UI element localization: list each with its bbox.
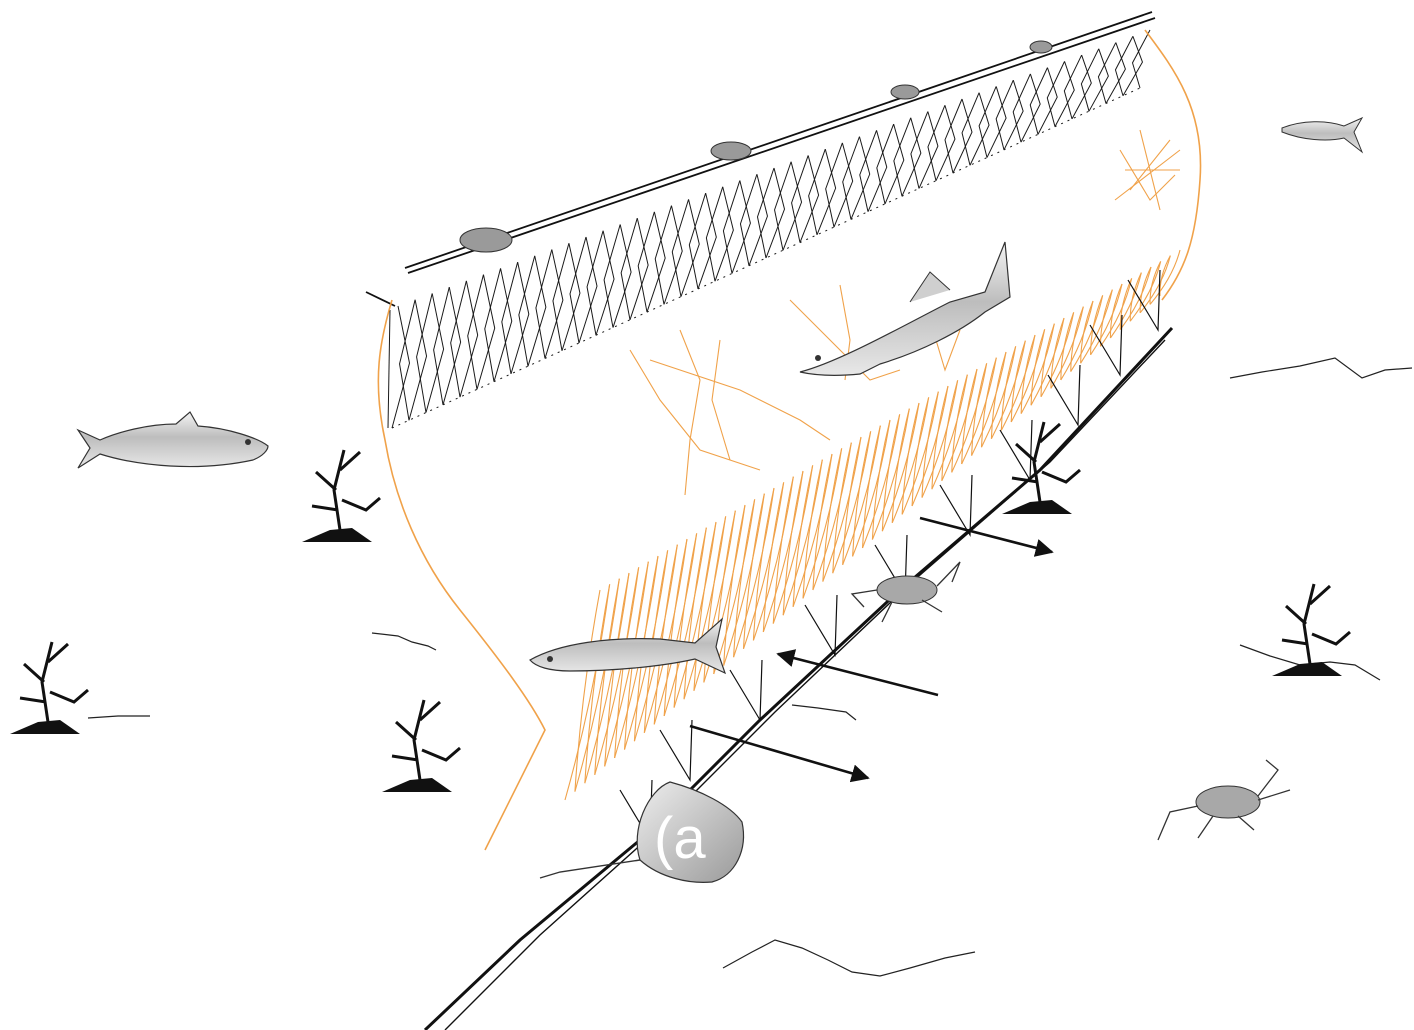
seabed-line (372, 633, 436, 650)
arrow-icon (920, 518, 1052, 552)
float-icon (460, 228, 512, 252)
seaweed-icon (10, 642, 88, 734)
float-icon (1030, 41, 1052, 53)
float-icon (711, 142, 751, 160)
stingray: (a (540, 782, 743, 882)
seabed-line (792, 705, 856, 720)
float-line (366, 12, 1155, 306)
fish-icon (1282, 118, 1362, 152)
crab-icon (1196, 786, 1260, 818)
seaweed-icon (382, 700, 460, 792)
orange-mesh (565, 130, 1180, 800)
seaweed-icon (302, 450, 380, 542)
floats (460, 41, 1052, 252)
fish-upper-net (800, 242, 1010, 375)
lead-line (425, 270, 1172, 1030)
fish-small-right (1282, 118, 1362, 152)
seaweed-icon (1272, 584, 1350, 676)
fish-icon (78, 412, 268, 468)
fish-icon (800, 242, 1010, 375)
seabed-line (88, 716, 150, 718)
seabed-contours (88, 358, 1412, 976)
seabed-line (1230, 358, 1412, 378)
seabed-line (723, 940, 975, 976)
seaweed-group (10, 422, 1350, 792)
fish-left (78, 412, 268, 468)
upper-mesh (388, 30, 1150, 428)
crab-icon (877, 576, 937, 604)
float-icon (891, 85, 919, 99)
panel-label: (a (654, 806, 706, 871)
net-bag-outline (378, 30, 1200, 850)
arrow-icon (778, 654, 938, 695)
crab-right (1158, 760, 1290, 840)
